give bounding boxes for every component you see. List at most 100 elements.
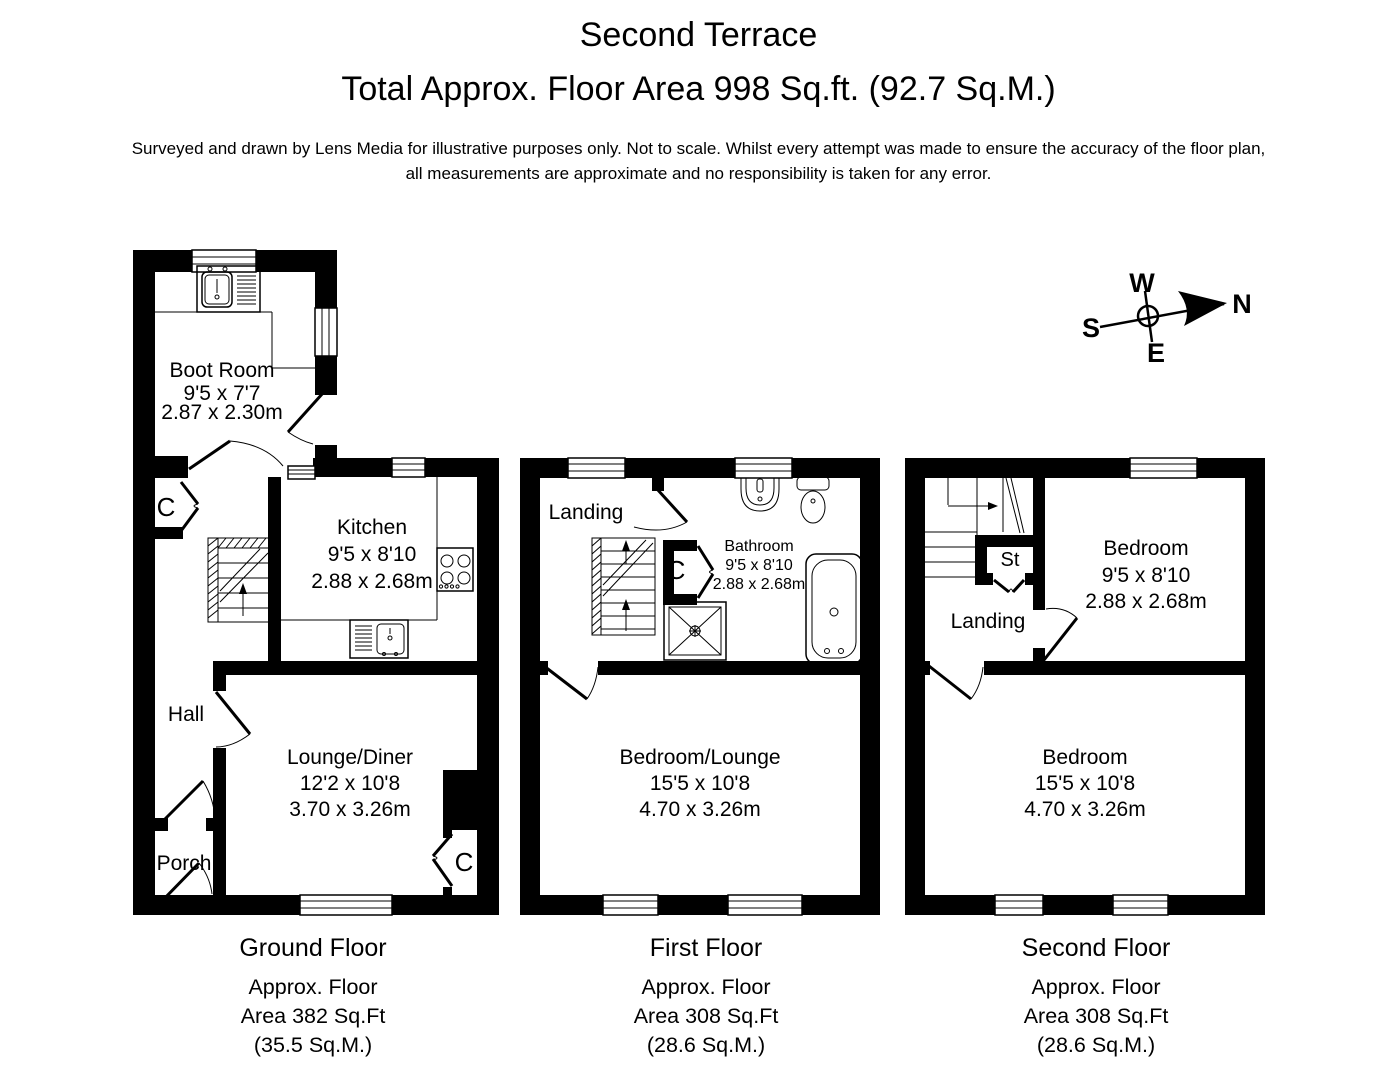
ground-floor-area: Approx. Floor Area 382 Sq.Ft (35.5 Sq.M.… [163, 973, 463, 1060]
disclaimer: Surveyed and drawn by Lens Media for ill… [0, 136, 1397, 186]
second-stairs [925, 477, 1025, 585]
second-labels: St Landing Bedroom 9'5 x 8'10 2.88 x 2.6… [951, 537, 1207, 821]
second-floor-title: Second Floor [1021, 934, 1171, 962]
store-label: St [1001, 549, 1020, 571]
ground-stairs [207, 537, 271, 623]
second-floor-caption: Second Floor Approx. Floor Area 308 Sq.F… [946, 934, 1246, 1060]
compass-n: N [1232, 289, 1252, 319]
second-doors [928, 578, 1079, 701]
stair-banister [219, 548, 269, 603]
door-landing-to-bedroom-lounge [543, 664, 599, 701]
stair-outline [217, 547, 271, 623]
ground-floor-plan: Boot Room 9'5 x 7'7 2.87 x 2.30m Kitchen… [133, 249, 499, 916]
bedroom-lounge-label: Bedroom/Lounge [619, 746, 780, 769]
window [1112, 894, 1169, 916]
first-labels: Landing Bathroom 9'5 x 8'10 2.88 x 2.68m… [549, 501, 806, 821]
window [314, 307, 338, 357]
door-hall-to-porch [160, 779, 216, 824]
stair-banister [602, 539, 654, 597]
kitchen-sink-icon [349, 619, 409, 659]
compass-we-line [1143, 290, 1154, 343]
bath-icon [805, 553, 863, 665]
first-floor-caption: First Floor Approx. Floor Area 308 Sq.Ft… [556, 934, 856, 1060]
kitchen-dims-metric: 2.88 x 2.68m [311, 570, 432, 593]
stair-outline [600, 537, 656, 636]
stair-treads [925, 478, 1004, 585]
page-title: Second Terrace [579, 16, 818, 54]
first-doors [543, 487, 715, 701]
cupboard-first-label: C [667, 555, 686, 585]
front-bedroom-dims-imperial: 9'5 x 8'10 [1102, 564, 1191, 587]
bathroom-dims-metric: 2.88 x 2.68m [713, 576, 806, 593]
door-hall-to-lounge [214, 691, 252, 748]
lounge-diner-dims-metric: 3.70 x 3.26m [289, 798, 410, 821]
second-area-line2: Area 308 Sq.Ft [1023, 1004, 1169, 1028]
boot-room-dims-imperial: 9'5 x 7'7 [184, 382, 261, 405]
stair-arrow-icon [622, 599, 630, 610]
shower-icon [663, 601, 727, 661]
second-floor-plan: St Landing Bedroom 9'5 x 8'10 2.88 x 2.6… [905, 457, 1265, 916]
ground-area-line2: Area 382 Sq.Ft [240, 1004, 386, 1028]
cupboard-lounge-label: C [455, 847, 474, 877]
second-windows [994, 457, 1198, 916]
ground-fixtures [155, 265, 474, 659]
cupboard-door-hall [179, 481, 200, 532]
front-bedroom-dims-metric: 2.88 x 2.68m [1085, 590, 1206, 613]
lounge-diner-label: Lounge/Diner [287, 746, 413, 769]
bedroom-lounge-dims-imperial: 15'5 x 10'8 [650, 772, 750, 795]
ground-area-line3: (35.5 Sq.M.) [253, 1033, 373, 1057]
lounge-diner-dims-imperial: 12'2 x 10'8 [300, 772, 400, 795]
boot-room-sink-icon [196, 265, 261, 313]
first-floor-title: First Floor [649, 934, 763, 962]
window [191, 249, 257, 273]
compass-e: E [1147, 338, 1165, 368]
landing-label-first: Landing [549, 501, 624, 524]
compass-north-arrow [1178, 291, 1227, 326]
bathroom-dims-imperial: 9'5 x 8'10 [725, 557, 793, 574]
ground-area-line1: Approx. Floor [248, 975, 378, 999]
window [567, 457, 626, 479]
disclaimer-line1: Surveyed and drawn by Lens Media for ill… [131, 139, 1266, 158]
door-landing-to-back-bedroom [928, 664, 984, 701]
kitchen-dims-imperial: 9'5 x 8'10 [328, 543, 417, 566]
first-walls [520, 458, 880, 915]
door-landing-to-bathroom [633, 487, 689, 531]
first-area-line3: (28.6 Sq.M.) [646, 1033, 766, 1057]
ground-doors [158, 391, 454, 905]
hob-icon [436, 547, 474, 592]
front-bedroom-label: Bedroom [1103, 537, 1188, 560]
door-boot-to-kitchen [286, 391, 325, 445]
stair-arrow-icon [622, 540, 630, 551]
compass-hub [1136, 304, 1160, 328]
window [1129, 457, 1198, 479]
store-cupboard-door [993, 578, 1026, 594]
first-floor-area: Approx. Floor Area 308 Sq.Ft (28.6 Sq.M.… [556, 973, 856, 1060]
boot-room-label: Boot Room [169, 359, 274, 382]
bathroom-label: Bathroom [724, 538, 793, 555]
window [287, 465, 316, 480]
second-area-line1: Approx. Floor [1031, 975, 1161, 999]
window [391, 457, 426, 478]
compass-rose-icon: W N S E [1082, 268, 1252, 368]
total-area-subtitle: Total Approx. Floor Area 998 Sq.ft. (92.… [341, 70, 1056, 108]
compass-s: S [1082, 313, 1100, 343]
cupboard-door-first [696, 545, 715, 599]
first-stairs [591, 537, 656, 636]
basin-icon [740, 477, 780, 512]
door-boot-to-hall [188, 439, 284, 471]
back-bedroom-label: Bedroom [1042, 746, 1127, 769]
porch-label: Porch [157, 852, 212, 875]
stair-hatch-lines [207, 537, 267, 619]
window [734, 457, 793, 479]
second-area-line3: (28.6 Sq.M.) [1036, 1033, 1156, 1057]
door-porch-entrance [158, 861, 213, 905]
ground-walls [133, 250, 499, 915]
ground-labels: Boot Room 9'5 x 7'7 2.87 x 2.30m Kitchen… [157, 359, 474, 877]
window [727, 894, 803, 916]
first-area-line1: Approx. Floor [641, 975, 771, 999]
window [299, 894, 393, 916]
ground-floor-caption: Ground Floor Approx. Floor Area 382 Sq.F… [163, 934, 463, 1060]
door-landing-to-front-bedroom [1042, 607, 1079, 661]
ground-floor-title: Ground Floor [239, 934, 387, 962]
